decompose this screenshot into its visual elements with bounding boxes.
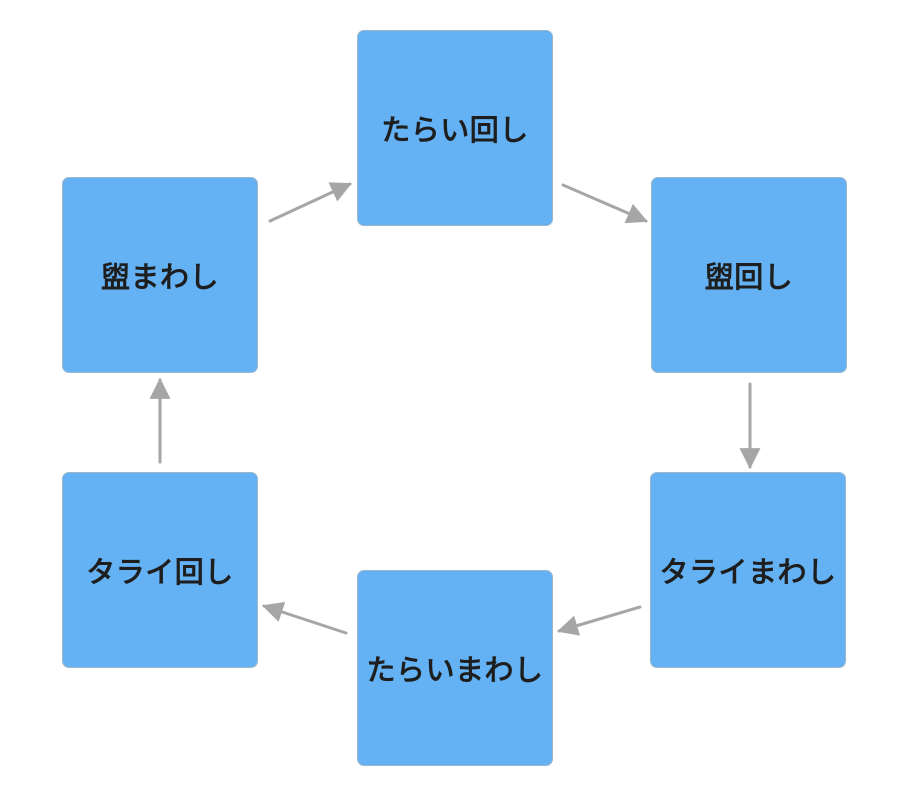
arrow-top-left-to-top — [268, 182, 352, 223]
node-taraimawashi-top-right: 盥回し — [651, 177, 847, 373]
node-taraimawashi-bottom-left: タライ回し — [62, 472, 258, 668]
node-label: 盥まわし — [100, 262, 219, 294]
node-label: タライまわし — [659, 557, 837, 589]
node-label: 盥回し — [704, 262, 794, 294]
arrow-bottom-right-to-bottom — [556, 605, 642, 636]
node-label: たらい回し — [381, 115, 529, 147]
node-label: タライ回し — [86, 557, 234, 589]
node-label: たらいまわし — [366, 655, 544, 687]
node-taraimawashi-top: たらい回し — [357, 30, 553, 226]
node-taraimawashi-bottom: たらいまわし — [357, 570, 553, 766]
node-taraimawashi-bottom-right: タライまわし — [650, 472, 846, 668]
node-taraimawashi-top-left: 盥まわし — [62, 177, 258, 373]
arrow-bottom-to-bottom-left — [262, 601, 348, 635]
arrow-top-to-top-right — [561, 183, 648, 224]
